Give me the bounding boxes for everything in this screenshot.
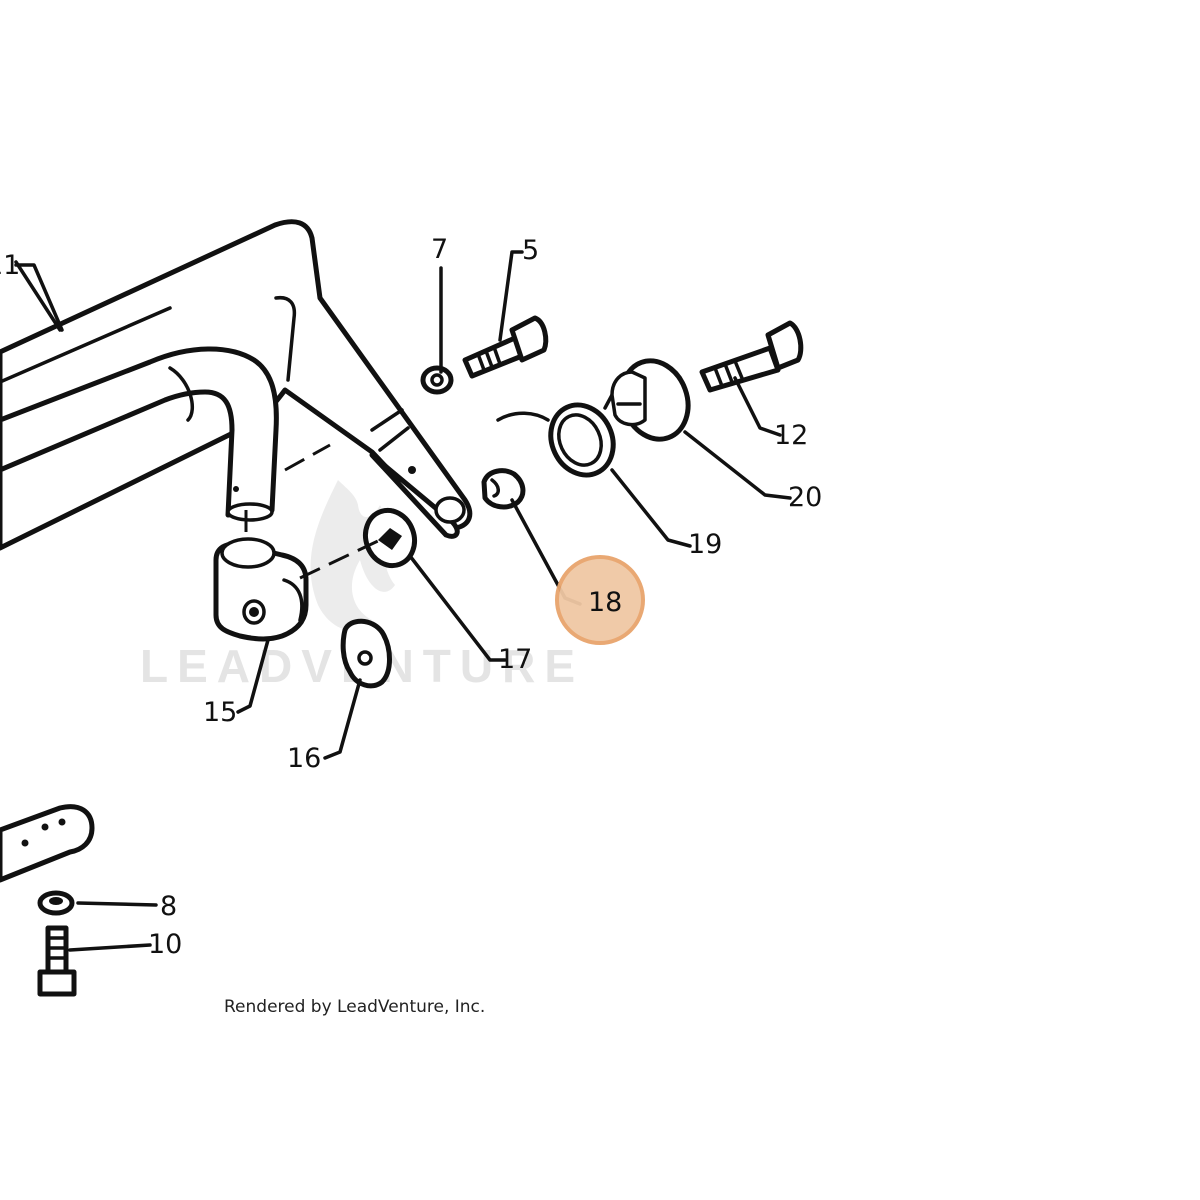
callout-labels: 11 7 5 12 20 19 18 17 15 16 8 10 [0, 234, 822, 960]
part-20-cap [610, 358, 691, 442]
part-8-washer [37, 890, 75, 916]
lower-shaft [0, 804, 95, 883]
callout-17[interactable]: 17 [498, 644, 532, 675]
callout-19[interactable]: 19 [688, 529, 722, 560]
callout-18[interactable]: 18 [588, 587, 622, 618]
part-18-collar [481, 468, 526, 510]
part-10-bolt [37, 925, 77, 997]
leader-lines [14, 250, 792, 952]
part-11-arm [0, 219, 473, 551]
callout-16[interactable]: 16 [287, 743, 321, 774]
callout-15[interactable]: 15 [203, 697, 237, 728]
part-19-spring [496, 393, 616, 478]
callout-18-highlight[interactable] [555, 555, 645, 645]
part-7-washer [420, 365, 454, 395]
callout-11[interactable]: 11 [0, 250, 20, 281]
callout-8[interactable]: 8 [160, 891, 177, 922]
credit-text: Rendered by LeadVenture, Inc. [224, 997, 485, 1017]
part-16-plate [340, 618, 392, 689]
assembly-lines [244, 443, 381, 580]
part-5-bolt [462, 315, 549, 379]
callout-10[interactable]: 10 [148, 929, 182, 960]
callout-7[interactable]: 7 [431, 234, 448, 265]
callout-12[interactable]: 12 [774, 420, 808, 451]
callout-20[interactable]: 20 [788, 482, 822, 513]
callout-5[interactable]: 5 [522, 235, 539, 266]
part-12-bolt [699, 320, 804, 393]
part-15-clamp [213, 537, 309, 642]
